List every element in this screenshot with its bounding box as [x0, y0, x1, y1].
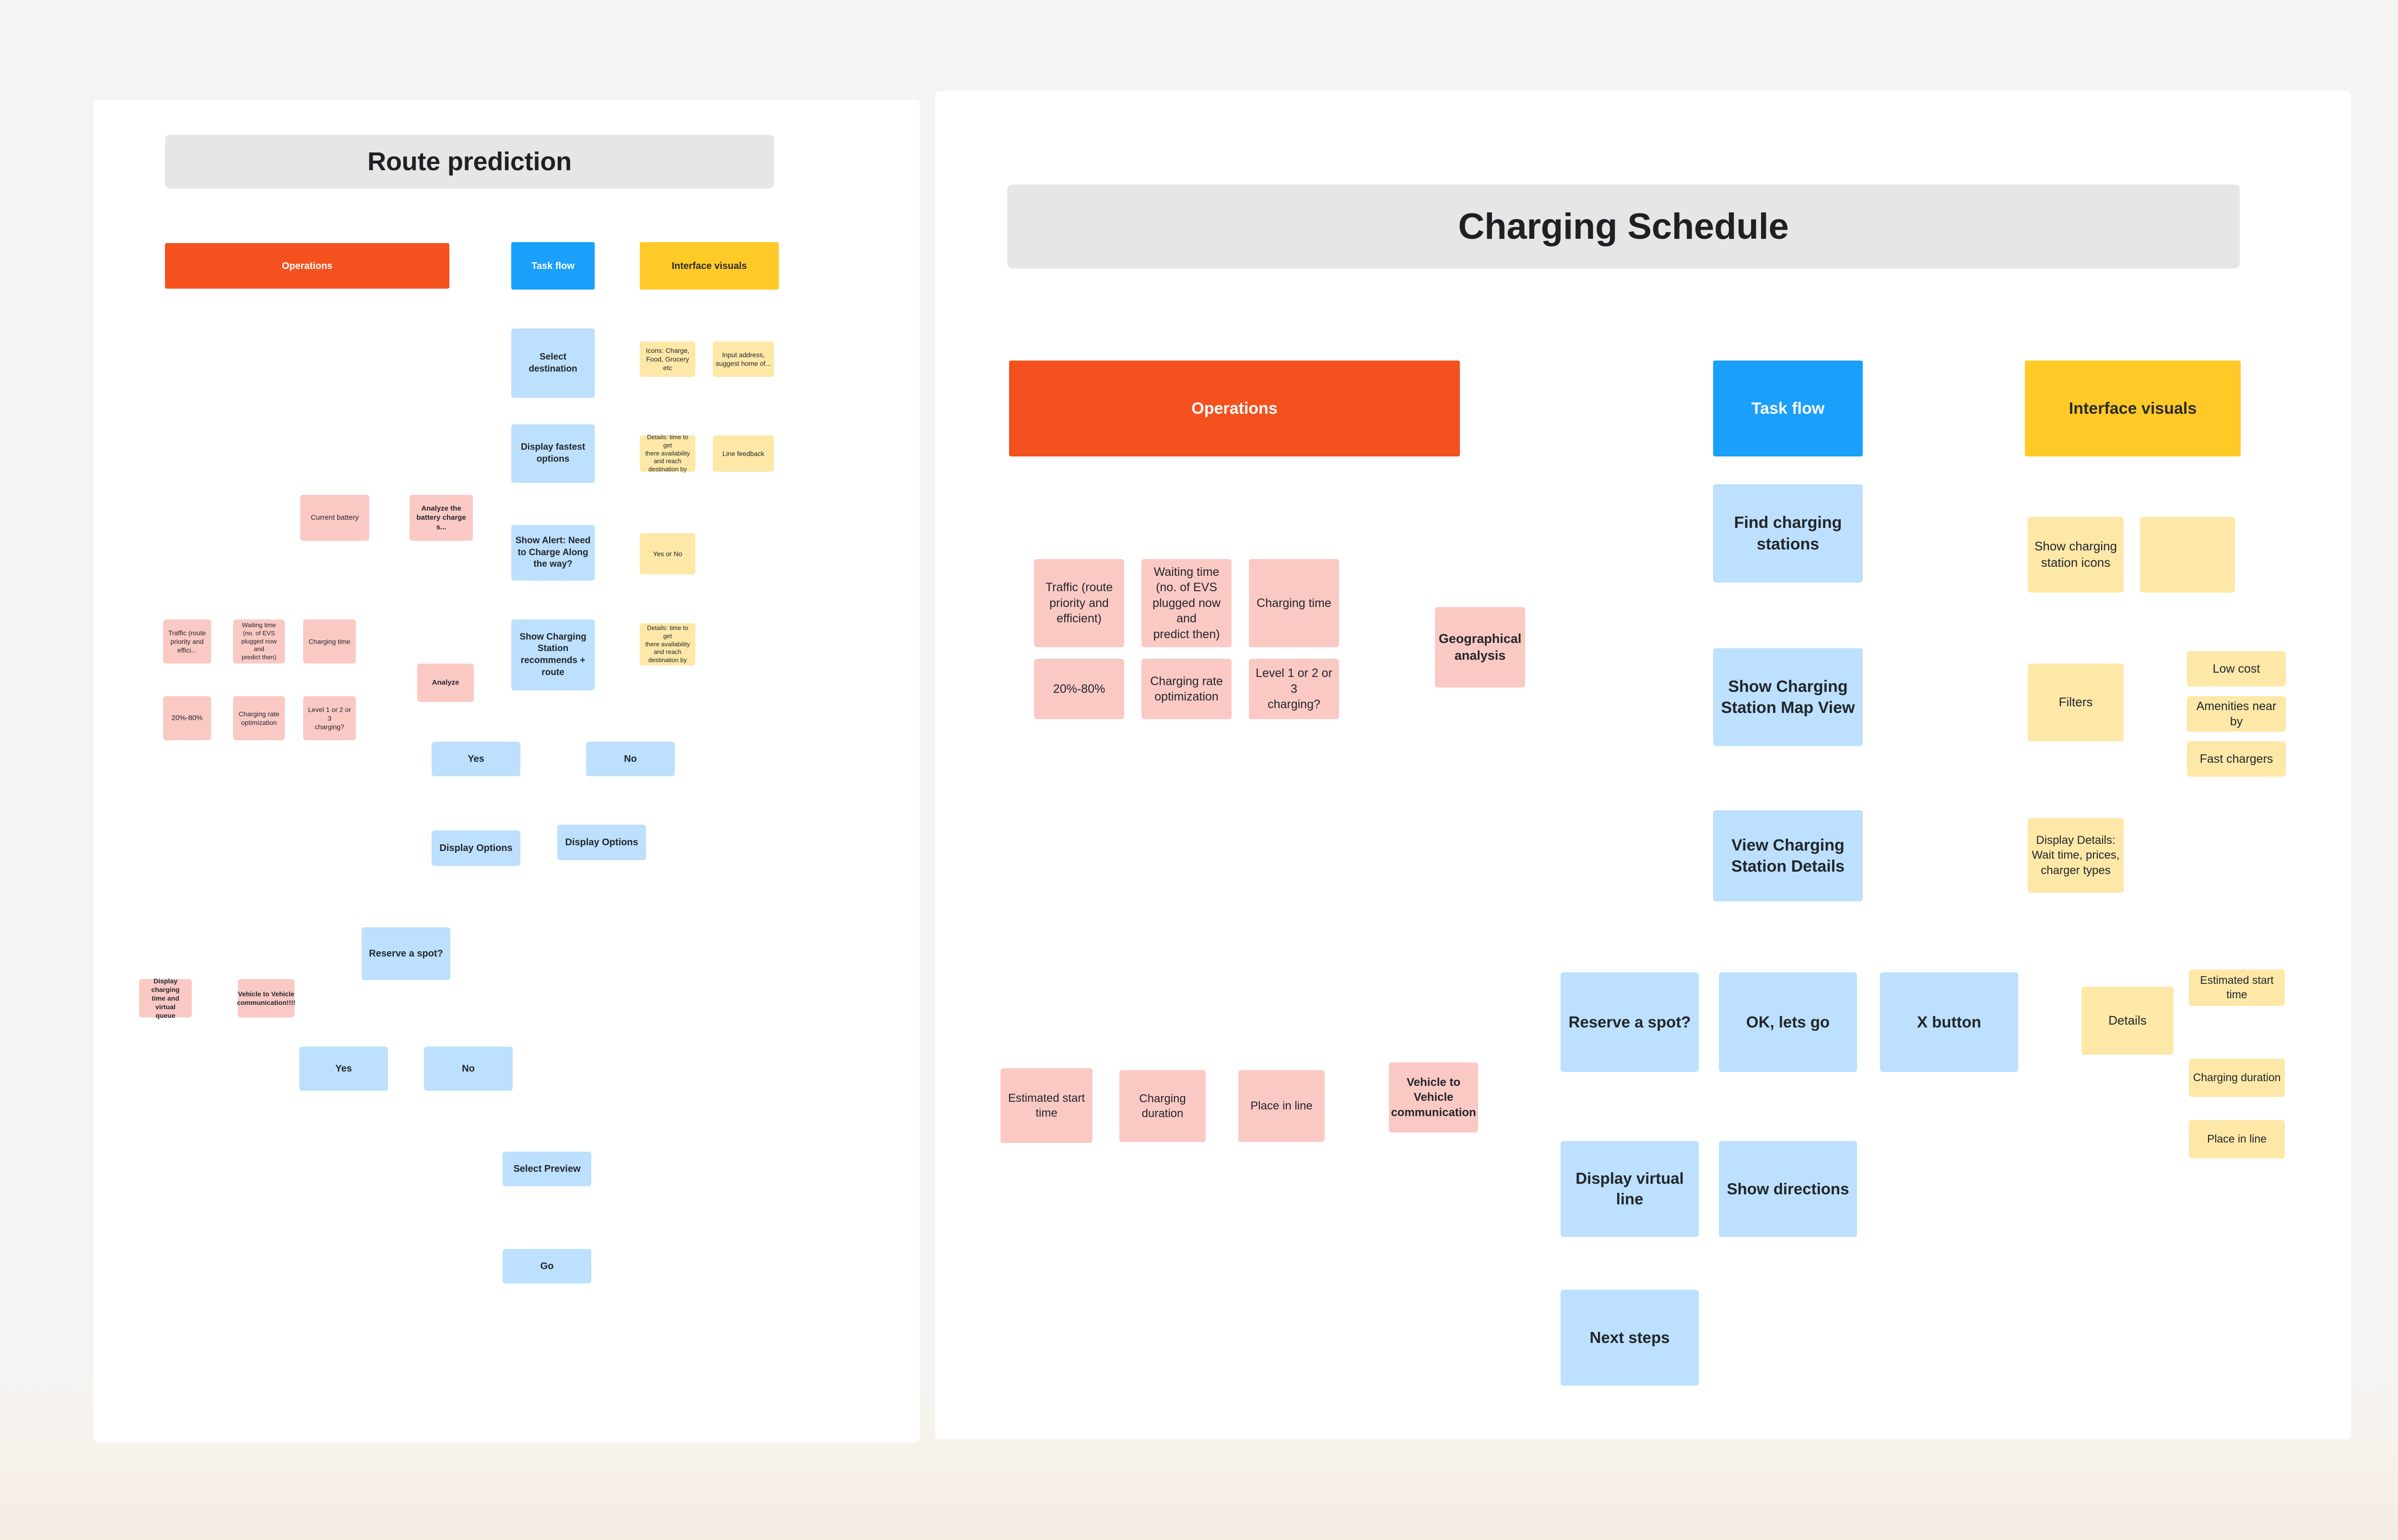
node-display-options-no[interactable]: Display Options: [557, 825, 646, 860]
node-level-charging-right[interactable]: Level 1 or 2 or 3 charging?: [1249, 659, 1339, 719]
note-place-in-line-yellow[interactable]: Place in line: [2189, 1120, 2285, 1158]
node-show-charging-station-recommends[interactable]: Show Charging Station recommends + route: [511, 619, 595, 690]
node-reserve-a-spot-right[interactable]: Reserve a spot?: [1561, 972, 1699, 1072]
note-blank-yellow[interactable]: [2140, 517, 2235, 593]
node-go[interactable]: Go: [503, 1249, 591, 1283]
node-yes-charge-along[interactable]: Yes: [432, 742, 520, 776]
node-traffic-right[interactable]: Traffic (route priority and efficient): [1034, 559, 1124, 647]
note-input-address[interactable]: Input address, suggest home of...: [713, 341, 774, 377]
legend-operations-right[interactable]: Operations: [1009, 361, 1460, 456]
note-yes-or-no[interactable]: Yes or No: [640, 533, 695, 574]
node-show-directions[interactable]: Show directions: [1719, 1141, 1857, 1237]
legend-operations-left[interactable]: Operations: [165, 243, 449, 289]
node-charging-rate-optimization-right[interactable]: Charging rate optimization: [1141, 659, 1232, 719]
node-no-charge-along[interactable]: No: [586, 742, 675, 776]
node-traffic-left[interactable]: Traffic (route priority and effici...: [163, 619, 211, 664]
note-display-details-wait-time[interactable]: Display Details: Wait time, prices, char…: [2028, 818, 2124, 893]
legend-interface-visuals-left[interactable]: Interface visuals: [640, 242, 779, 290]
legend-interface-visuals-right[interactable]: Interface visuals: [2025, 361, 2241, 456]
note-icons-charge-food[interactable]: Icons: Charge, Food, Grocery etc: [640, 341, 695, 377]
node-select-destination[interactable]: Select destination: [511, 328, 595, 398]
node-reserve-a-spot-left[interactable]: Reserve a spot?: [362, 927, 450, 980]
node-select-preview[interactable]: Select Preview: [503, 1152, 591, 1186]
note-charging-duration-yellow[interactable]: Charging duration: [2189, 1059, 2285, 1097]
left-board-title: Route prediction: [165, 135, 774, 188]
node-estimated-start-time-pink[interactable]: Estimated start time: [1000, 1068, 1093, 1143]
node-vehicle-to-vehicle-right[interactable]: Vehicle to Vehicle communication: [1389, 1062, 1478, 1132]
node-current-battery[interactable]: Current battery: [300, 495, 369, 541]
node-ok-lets-go[interactable]: OK, lets go: [1719, 972, 1857, 1072]
note-details-time-to-get-there-2[interactable]: Details: time to get there availability …: [640, 623, 695, 665]
node-waiting-time-right[interactable]: Waiting time (no. of EVS plugged now and…: [1141, 559, 1232, 647]
note-filters[interactable]: Filters: [2028, 664, 2124, 741]
node-display-options-yes[interactable]: Display Options: [432, 830, 520, 866]
node-no-reserve[interactable]: No: [424, 1047, 513, 1091]
right-board-title: Charging Schedule: [1007, 185, 2240, 268]
node-place-in-line-pink[interactable]: Place in line: [1238, 1070, 1325, 1142]
node-view-charging-station-details[interactable]: View Charging Station Details: [1713, 810, 1863, 901]
node-vehicle-to-vehicle-left[interactable]: Vehicle to Vehicle communication!!!!: [237, 979, 295, 1017]
node-show-alert-need-to-charge[interactable]: Show Alert: Need to Charge Along the way…: [511, 525, 595, 581]
node-geographical-analysis[interactable]: Geographical analysis: [1435, 607, 1525, 688]
note-estimated-start-time-yellow[interactable]: Estimated start time: [2189, 969, 2285, 1006]
node-analyze-left[interactable]: Analyze: [417, 664, 474, 702]
node-find-charging-stations[interactable]: Find charging stations: [1713, 484, 1863, 583]
node-level-charging-left[interactable]: Level 1 or 2 or 3 charging?: [303, 696, 356, 740]
legend-task-flow-left[interactable]: Task flow: [511, 242, 595, 290]
node-display-virtual-line[interactable]: Display virtual line: [1561, 1141, 1699, 1237]
node-show-charging-station-map-view[interactable]: Show Charging Station Map View: [1713, 648, 1863, 746]
node-20-80-left[interactable]: 20%-80%: [163, 696, 211, 740]
node-x-button[interactable]: X button: [1880, 972, 2018, 1072]
node-analyze-battery-charge[interactable]: Analyze the battery charge s...: [410, 495, 473, 541]
note-low-cost[interactable]: Low cost: [2187, 651, 2286, 687]
node-yes-reserve[interactable]: Yes: [299, 1047, 388, 1091]
note-amenities-near-by[interactable]: Amenities near by: [2187, 696, 2286, 732]
node-20-80-right[interactable]: 20%-80%: [1034, 659, 1124, 719]
node-display-charging-time-virtual-queue[interactable]: Display charging time and virtual queue: [139, 977, 192, 1019]
legend-task-flow-right[interactable]: Task flow: [1713, 361, 1863, 456]
node-display-fastest-options[interactable]: Display fastest options: [511, 424, 595, 483]
note-details[interactable]: Details: [2081, 987, 2174, 1055]
note-details-time-to-get-there-1[interactable]: Details: time to get there availability …: [640, 433, 695, 473]
node-charging-duration-pink[interactable]: Charging duration: [1119, 1070, 1206, 1142]
board-charging-schedule: [935, 91, 2351, 1439]
note-line-feedback[interactable]: Line feedback: [713, 435, 774, 472]
note-show-charging-station-icons[interactable]: Show charging station icons: [2028, 517, 2124, 593]
node-charging-rate-optimization-left[interactable]: Charging rate optimization: [233, 696, 285, 740]
note-fast-chargers[interactable]: Fast chargers: [2187, 741, 2286, 777]
node-waiting-time-left[interactable]: Waiting time (no. of EVS plugged now and…: [233, 619, 285, 664]
node-charging-time-left[interactable]: Charging time: [303, 619, 356, 664]
node-next-steps[interactable]: Next steps: [1561, 1290, 1699, 1386]
node-charging-time-right[interactable]: Charging time: [1249, 559, 1339, 647]
